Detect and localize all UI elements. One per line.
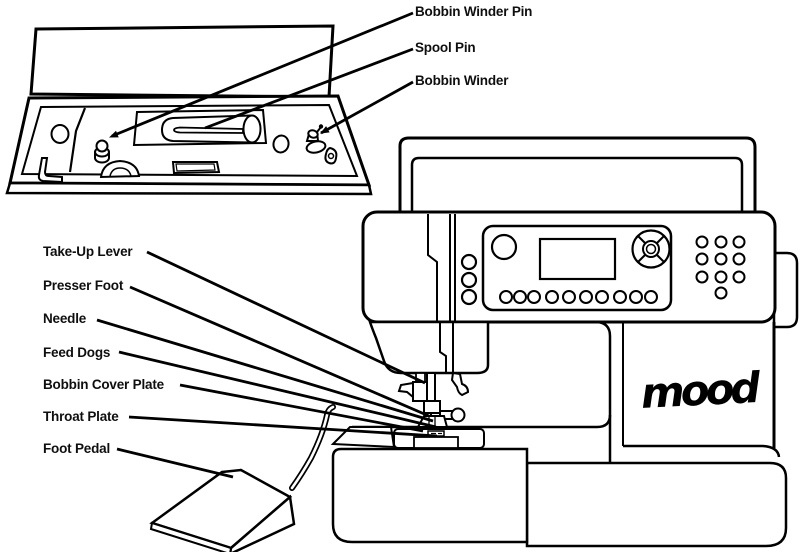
pedal-cable bbox=[289, 404, 336, 491]
tray-hook bbox=[37, 157, 63, 184]
presser-foot-lifter bbox=[450, 371, 470, 397]
carry-handle bbox=[398, 136, 757, 216]
needle-clamp bbox=[423, 400, 441, 414]
foot-pedal-illustration bbox=[149, 468, 296, 552]
pedal-right-face bbox=[229, 494, 296, 552]
callout-lines bbox=[96, 11, 438, 479]
label-feed-dogs: Feed Dogs bbox=[43, 345, 110, 360]
tray-divider bbox=[68, 107, 87, 173]
label-foot-pedal: Foot Pedal bbox=[43, 441, 110, 456]
winder-latch-hole bbox=[327, 152, 335, 160]
line-feed-dogs bbox=[118, 350, 437, 429]
label-bobbin-cover-plate: Bobbin Cover Plate bbox=[43, 377, 165, 392]
lcd-screen bbox=[538, 237, 617, 281]
line-needle bbox=[96, 318, 434, 423]
spool-holder-cap bbox=[242, 114, 262, 144]
head-seam-a bbox=[439, 323, 447, 372]
tray-oval bbox=[272, 134, 290, 154]
accessory-box bbox=[331, 447, 529, 544]
line-bobbin-winder-pin bbox=[111, 11, 414, 138]
needle-head bbox=[368, 320, 490, 375]
arrowhead-bobbin-winder bbox=[320, 126, 330, 134]
side-buttons[interactable] bbox=[460, 253, 478, 306]
tray-hole bbox=[50, 124, 70, 144]
line-presser-foot bbox=[129, 285, 430, 418]
take-up-lever bbox=[397, 381, 414, 400]
arm-opening-corner bbox=[596, 320, 612, 337]
tray-dome-inner bbox=[109, 167, 132, 177]
label-needle: Needle bbox=[43, 311, 87, 326]
label-throat-plate: Throat Plate bbox=[43, 409, 119, 424]
brand-logo: mood bbox=[640, 363, 763, 418]
line-bobbin-winder bbox=[320, 80, 414, 135]
spool-pin bbox=[173, 126, 244, 134]
bobbin-winder-pin bbox=[94, 139, 110, 164]
accessory-tray-illustration bbox=[5, 24, 373, 196]
needle-bar-block bbox=[412, 381, 428, 402]
label-spool-pin: Spool Pin bbox=[415, 40, 475, 55]
label-presser-foot: Presser Foot bbox=[43, 278, 124, 293]
navigation-wheel[interactable] bbox=[631, 229, 671, 269]
line-take-up-lever bbox=[146, 250, 426, 385]
tray-lid bbox=[29, 24, 335, 99]
label-bobbin-winder-pin: Bobbin Winder Pin bbox=[415, 4, 532, 19]
label-take-up-lever: Take-Up Lever bbox=[43, 244, 133, 259]
stitch-buttons[interactable] bbox=[499, 290, 658, 304]
housing-seam-left bbox=[427, 214, 438, 321]
number-keypad[interactable] bbox=[695, 235, 746, 300]
label-bobbin-winder: Bobbin Winder bbox=[415, 73, 509, 88]
callout-labels: Bobbin Winder Pin Spool Pin Bobbin Winde… bbox=[43, 4, 532, 456]
bobbin-winder bbox=[305, 124, 327, 154]
line-throat-plate bbox=[128, 415, 438, 438]
sewing-machine-illustration: mood bbox=[330, 136, 799, 548]
machine-base bbox=[525, 461, 788, 548]
pedal-front-edge bbox=[149, 521, 233, 552]
arrowhead-bobbin-winder-pin bbox=[109, 130, 119, 138]
tray-front-face bbox=[5, 181, 373, 196]
hand-wheel bbox=[772, 251, 799, 329]
base-band bbox=[623, 444, 781, 458]
tray-slot-inner bbox=[175, 163, 216, 172]
clamp-screw-knob bbox=[450, 407, 466, 423]
bed-top-edge bbox=[352, 414, 612, 429]
tension-dial[interactable] bbox=[490, 233, 518, 261]
line-spool-pin bbox=[204, 47, 414, 130]
bobbin-cover-plate bbox=[413, 436, 459, 449]
line-foot-pedal bbox=[116, 447, 234, 479]
line-bobbin-cover bbox=[179, 383, 424, 433]
